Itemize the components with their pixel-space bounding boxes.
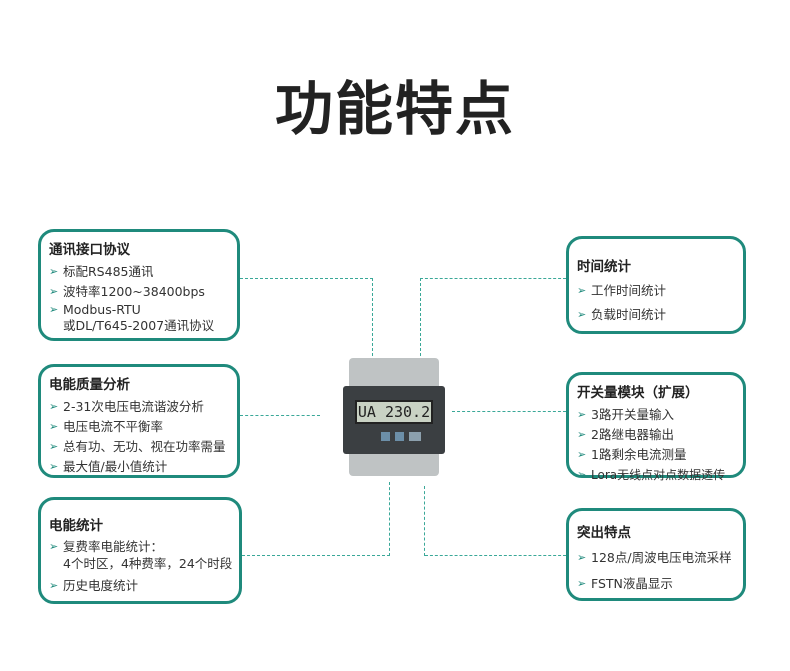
feature-item: 波特率1200~38400bps xyxy=(63,284,205,299)
connector-line xyxy=(425,555,566,556)
feature-item: 负载时间统计 xyxy=(591,307,667,322)
page-title: 功能特点 xyxy=(274,75,515,143)
feature-item: Lora无线点对点数据透传 xyxy=(591,468,726,482)
box-heading: 开关量模块（扩展） xyxy=(577,385,699,401)
connector-line xyxy=(240,415,320,416)
feature-box-energy: 电能统计 ➢ 复费率电能统计： 4个时区，4种费率，24个时段 ➢ 历史电度统计 xyxy=(38,497,242,604)
feature-box-power-quality: 电能质量分析 ➢ 2-31次电压电流谐波分析 ➢ 电压电流不平衡率 ➢ 总有功、无功、… xyxy=(38,364,240,478)
feature-box-highlights: 突出特点 ➢ 128点/周波电压电流采样 ➢ FSTN液晶显示 xyxy=(566,508,746,601)
feature-box-io-module: 开关量模块（扩展） ➢ 3路开关量输入 ➢ 2路继电器输出 ➢ 1路剩余电流测量 ➢ L… xyxy=(566,372,746,482)
arrow-icon: ➢ xyxy=(49,303,59,316)
arrow-icon: ➢ xyxy=(49,285,59,298)
connector-line xyxy=(420,278,421,356)
arrow-icon: ➢ xyxy=(49,440,59,453)
meter-device-image: UA 230.2 xyxy=(343,358,445,476)
feature-item: FSTN液晶显示 xyxy=(591,576,673,591)
arrow-icon: ➢ xyxy=(577,551,587,564)
lcd-display: UA 230.2 xyxy=(355,400,433,424)
arrow-icon: ➢ xyxy=(49,400,59,413)
box-heading: 电能统计 xyxy=(49,518,103,534)
arrow-icon: ➢ xyxy=(49,460,59,473)
box-heading: 通讯接口协议 xyxy=(49,242,130,258)
arrow-icon: ➢ xyxy=(577,577,587,590)
connector-line xyxy=(389,482,390,556)
feature-item: 历史电度统计 xyxy=(63,578,139,593)
feature-item: 2路继电器输出 xyxy=(591,427,674,442)
feature-item: 2-31次电压电流谐波分析 xyxy=(63,399,204,414)
connector-line xyxy=(240,278,373,279)
connector-line xyxy=(372,278,373,356)
arrow-icon: ➢ xyxy=(577,428,587,441)
feature-item: 1路剩余电流测量 xyxy=(591,447,687,462)
box-heading: 时间统计 xyxy=(577,259,631,275)
arrow-icon: ➢ xyxy=(49,540,59,553)
feature-item: 标配RS485通讯 xyxy=(63,264,154,279)
connector-line xyxy=(420,278,566,279)
arrow-icon: ➢ xyxy=(577,308,587,321)
arrow-icon: ➢ xyxy=(49,265,59,278)
arrow-icon: ➢ xyxy=(577,284,587,297)
feature-box-time: 时间统计 ➢ 工作时间统计 ➢ 负载时间统计 xyxy=(566,236,746,334)
feature-item: 电压电流不平衡率 xyxy=(63,419,164,434)
feature-item: 总有功、无功、视在功率需量 xyxy=(63,439,226,454)
box-heading: 突出特点 xyxy=(577,525,631,541)
arrow-icon: ➢ xyxy=(577,408,587,421)
connector-line xyxy=(242,555,390,556)
feature-item: 工作时间统计 xyxy=(591,283,667,298)
feature-item: Modbus-RTU 或DL/T645-2007通讯协议 xyxy=(63,302,215,333)
arrow-icon: ➢ xyxy=(49,579,59,592)
arrow-icon: ➢ xyxy=(577,468,587,481)
arrow-icon: ➢ xyxy=(577,448,587,461)
feature-item: 3路开关量输入 xyxy=(591,407,674,422)
connector-line xyxy=(452,411,566,412)
feature-item: 最大值/最小值统计 xyxy=(63,459,168,474)
feature-item: 复费率电能统计： 4个时区，4种费率，24个时段 xyxy=(63,539,233,571)
connector-line xyxy=(424,486,425,556)
feature-box-communication: 通讯接口协议 ➢ 标配RS485通讯 ➢ 波特率1200~38400bps ➢ Mod… xyxy=(38,229,240,341)
box-heading: 电能质量分析 xyxy=(49,377,130,393)
arrow-icon: ➢ xyxy=(49,420,59,433)
feature-item: 128点/周波电压电流采样 xyxy=(591,550,732,565)
